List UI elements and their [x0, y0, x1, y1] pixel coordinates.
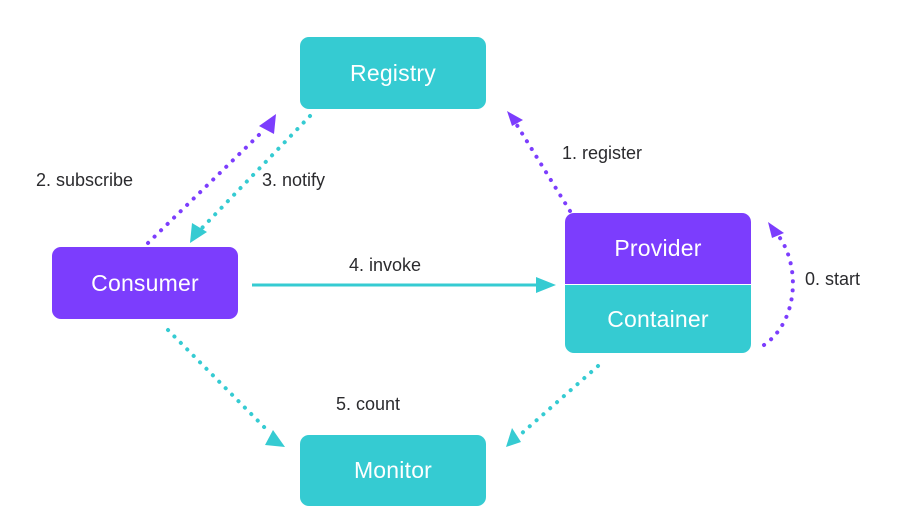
edge-count-container: [506, 364, 600, 447]
edge-notify-arrowhead: [190, 223, 207, 243]
node-provider[interactable]: Provider: [565, 213, 751, 284]
edge-count-consumer: [166, 328, 285, 447]
node-provider-label: Provider: [614, 235, 702, 261]
edge-invoke-arrowhead: [536, 277, 556, 293]
edge-start: [762, 222, 795, 347]
edge-subscribe: [146, 114, 276, 245]
edge-subscribe-arrowhead: [259, 114, 276, 134]
node-consumer-label: Consumer: [91, 269, 199, 296]
node-registry[interactable]: Registry: [300, 37, 486, 109]
edge-label-count: 5. count: [336, 394, 401, 414]
edge-count-consumer-line: [166, 328, 272, 435]
edge-register-arrowhead: [507, 111, 523, 126]
edge-count-container-line: [519, 364, 600, 436]
edge-register-line: [513, 120, 572, 213]
edge-label-subscribe: 2. subscribe: [36, 170, 134, 190]
edge-label-start: 0. start: [805, 269, 861, 289]
edge-label-notify: 3. notify: [262, 170, 326, 190]
node-monitor[interactable]: Monitor: [300, 435, 486, 506]
edge-invoke: [252, 277, 556, 293]
node-registry-label: Registry: [350, 59, 436, 86]
edge-notify: [190, 114, 312, 243]
edge-count-consumer-arrowhead: [265, 430, 285, 447]
node-monitor-label: Monitor: [353, 457, 433, 483]
node-consumer[interactable]: Consumer: [52, 247, 238, 319]
edge-label-register: 1. register: [562, 143, 643, 163]
node-container-label: Container: [607, 305, 709, 332]
edge-register: [507, 111, 572, 213]
edge-count-container-arrowhead: [506, 428, 521, 447]
node-container[interactable]: Container: [565, 285, 751, 353]
edge-notify-line: [200, 114, 312, 230]
edge-label-invoke: 4. invoke: [349, 255, 422, 275]
edge-start-line: [762, 232, 795, 347]
edge-start-arrowhead: [768, 222, 784, 238]
edge-subscribe-line: [146, 129, 265, 245]
